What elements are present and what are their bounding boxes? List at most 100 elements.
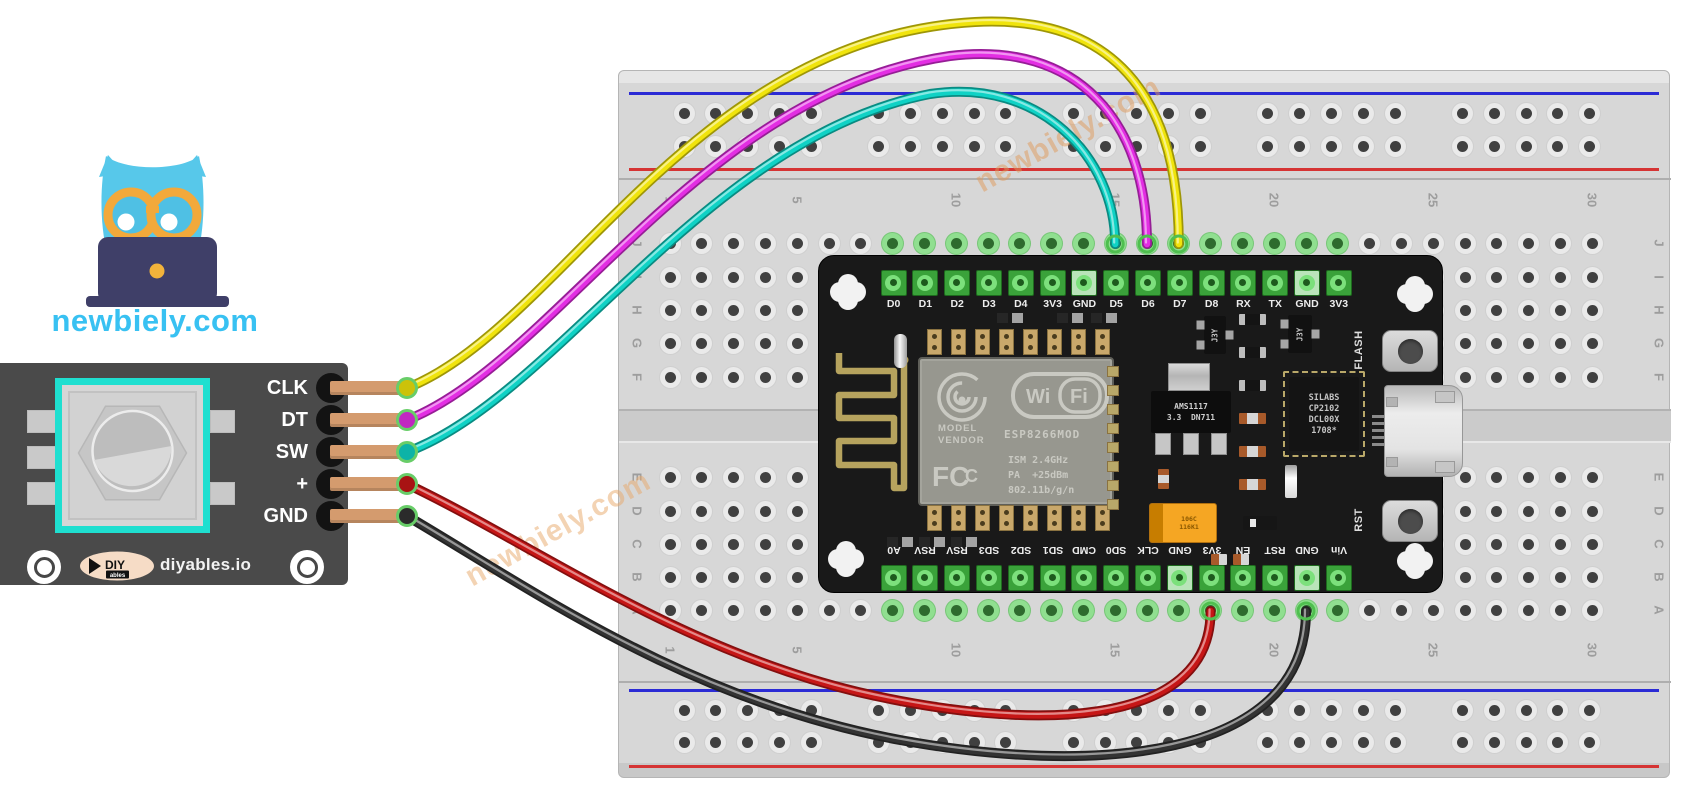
capacitor-marking: 116K1 [1179,523,1199,531]
nodemcu-pin-label-D8: D8 [1204,298,1219,310]
breadboard-hole [1357,107,1369,119]
breadboard-hole [1459,471,1471,483]
regulator-leg [1211,433,1227,455]
breadboard-hole [1163,704,1175,716]
breadboard-hole [805,704,817,716]
breadboard-hole [696,371,708,383]
mounting-hole [27,550,61,584]
breadboard-hole [1520,107,1532,119]
decor [149,263,165,279]
breadboard-hole [759,337,771,349]
nodemcu-pin-D4 [1007,270,1034,296]
breadboard-hole [1262,704,1274,716]
dt-wire-magenta-highlight [404,51,1148,420]
gold-pad [1047,505,1062,531]
breadboard-hole [728,471,740,483]
module-pin-label-GND: GND [263,505,308,527]
esp-ism-label: ISM 2.4GHz [1008,455,1069,466]
breadboard-hole [873,736,885,748]
breadboard-hole [742,736,754,748]
vcc-wire-connector [396,473,418,495]
module-pin-label-SW: SW [275,441,308,463]
breadboard-hole [664,505,676,517]
decor [958,396,966,404]
smd-resistor [1239,446,1266,457]
castellation-pad [1107,480,1119,491]
nodemcu-pin-CLK [1135,565,1161,591]
usb-chip-line: DCL00X [1308,414,1340,425]
nodemcu-pin-label-D7: D7 [1173,298,1187,310]
decor [94,446,172,487]
board-mounting-hole [1405,276,1425,296]
gold-pad [927,329,942,355]
breadboard-hole [1294,140,1306,152]
breadboard-hole-connected [1236,237,1248,249]
breadboard-hole [1491,571,1503,583]
breadboard-hole [1357,736,1369,748]
nodemcu-pin-D8 [1198,270,1225,296]
breadboard-hole [1523,505,1535,517]
board-mounting-hole [836,557,856,577]
breadboard-hole [759,505,771,517]
breadboard-hole [1456,736,1468,748]
breadboard-hole [1584,704,1596,716]
board-mounting-hole [1405,292,1425,312]
breadboard-hole [664,571,676,583]
breadboard-hole [1554,304,1566,316]
breadboard-hole [1523,604,1535,616]
clk-wire-breadboard-ring [1169,234,1189,254]
diyables-logo-icon: DIY ables [80,551,154,581]
gold-pad [927,505,942,531]
power-rail-red-line-bottom [629,765,1659,768]
breadboard-hole [791,371,803,383]
breadboard-hole [1163,107,1175,119]
smd-pair [1057,313,1083,323]
nodemcu-pin-label-3V3: 3V3 [1043,298,1062,310]
breadboard-hole [728,271,740,283]
smd-capacitor [1285,465,1297,498]
breadboard-hole [791,237,803,249]
nodemcu-pin-D3 [976,270,1002,296]
breadboard-hole [1325,704,1337,716]
breadboard-hole [1194,140,1206,152]
wifi-antenna-trace [835,353,908,492]
usb-tab [1435,461,1455,473]
breadboard-hole [696,337,708,349]
nodemcu-pin-label-D2: D2 [950,298,964,310]
breadboard-hole [678,107,690,119]
breadboard-hole [1586,538,1598,550]
sw-wire-cyan [402,86,1121,457]
nodemcu-pin-RX [1230,270,1257,296]
breadboard-hole [1491,237,1503,249]
encoder-body [55,378,210,533]
breadboard-hole [1389,140,1401,152]
module-pin-stub-DT [330,413,407,427]
nodemcu-pin-label-GND: GND [1072,298,1097,310]
breadboard-hole [1294,736,1306,748]
dt-wire-breadboard-ring [1137,234,1157,254]
smd-resistor [1211,554,1227,565]
breadboard-hole [1523,471,1535,483]
breadboard-hole [1584,736,1596,748]
breadboard-hole [1395,604,1407,616]
module-pin-label-DT: DT [281,409,308,431]
breadboard-hole [710,704,722,716]
breadboard-hole [855,237,867,249]
breadboard-hole [1194,107,1206,119]
ams1117-heatsink [1168,363,1210,391]
breadboard-hole [1552,140,1564,152]
tantalum-capacitor: 106C 116K1 [1149,503,1217,543]
decor [117,213,135,231]
breadboard-hole-connected [1300,237,1312,249]
usb-chip-line: SILABS [1308,392,1340,403]
breadboard-hole [759,237,771,249]
breadboard-hole [728,505,740,517]
gold-pad [1047,329,1062,355]
breadboard-hole [1554,237,1566,249]
sw-wire-cyan [403,88,1119,456]
nodemcu-pin-A0 [880,565,907,591]
breadboard-hole [678,704,690,716]
breadboard-hole-connected [918,604,930,616]
breadboard-hole [1523,371,1535,383]
